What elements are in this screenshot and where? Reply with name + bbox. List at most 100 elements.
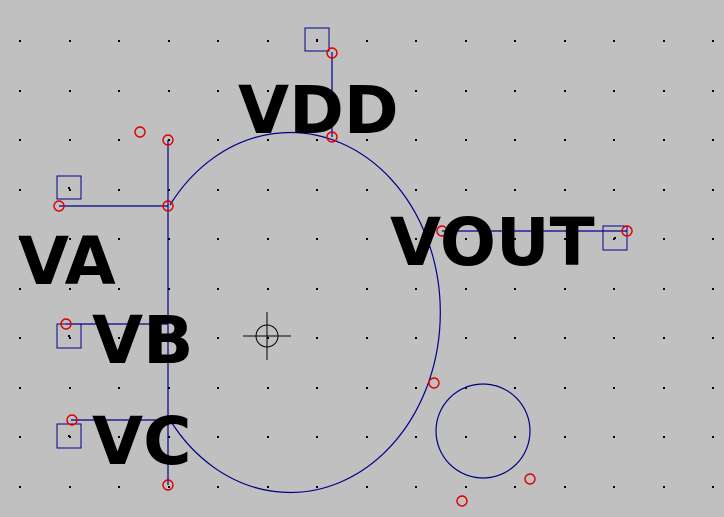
grid-dot [514,90,516,92]
grid-dot [316,337,318,339]
vout-port-box[interactable] [602,225,628,251]
grid-dot [663,288,665,290]
origin-crosshair-icon [243,312,291,360]
unconnected-pin-marker[interactable] [134,126,146,138]
grid-dot [69,238,71,240]
grid-dot [564,288,566,290]
vdd-pin-marker[interactable] [326,47,338,59]
vb-label: VB [92,302,193,379]
grid-dot [564,436,566,438]
grid-dot [168,40,170,42]
grid-dot [613,288,615,290]
grid-dot [465,238,467,240]
grid-dot [168,189,170,191]
grid-dot [19,90,21,92]
grid-dot [366,139,368,141]
grid-dot [712,189,714,191]
grid-dot [712,387,714,389]
grid-dot [316,288,318,290]
bubble-pin-marker-b[interactable] [524,473,536,485]
vout-gate-pin-marker[interactable] [436,225,448,237]
grid-dot [69,139,71,141]
pin-markers[interactable] [53,47,633,507]
grid-dot [712,288,714,290]
vb-port-box[interactable] [56,323,82,349]
grid-dot [19,139,21,141]
grid-dot [514,189,516,191]
grid-dot [118,139,120,141]
grid-dot [465,486,467,488]
grid-dot [514,288,516,290]
bus-bottom-pin-marker[interactable] [162,479,174,491]
grid-dot [613,387,615,389]
grid-dot [366,189,368,191]
grid-dot [712,337,714,339]
grid-dot [19,40,21,42]
vout-pin-marker[interactable] [621,225,633,237]
grid-dot [663,486,665,488]
grid-dot [69,337,71,339]
vc-pin-marker[interactable] [66,414,78,426]
grid-dot [267,139,269,141]
grid-dot [514,486,516,488]
va-port-box[interactable] [56,175,82,200]
va-pin-marker[interactable] [53,200,65,212]
port-boxes[interactable] [56,27,628,449]
grid-dot [465,337,467,339]
bubble-pin-marker-a[interactable] [428,377,440,389]
wires [59,52,627,485]
grid-dot [316,139,318,141]
grid-dot [465,139,467,141]
grid-dot [217,139,219,141]
va-gate-pin-marker[interactable] [162,200,174,212]
grid-dot [118,337,120,339]
grid-dot [663,436,665,438]
grid-dot [514,139,516,141]
grid-dot [118,387,120,389]
grid-dot [465,40,467,42]
grid-dot [217,288,219,290]
grid-dot [69,387,71,389]
port-box-centers [68,39,616,437]
grid-dot [267,288,269,290]
grid-dot [613,40,615,42]
grid-dot [217,486,219,488]
grid-dot [415,189,417,191]
grid-dot [168,436,170,438]
grid-dot [168,139,170,141]
vdd-gate-pin-marker[interactable] [326,131,338,143]
grid-dot [415,387,417,389]
grid-dot [415,139,417,141]
bubble-pin-marker-c[interactable] [456,495,468,507]
grid-dot [613,486,615,488]
grid-dot [316,387,318,389]
grid-dot [712,436,714,438]
grid-dot [663,40,665,42]
grid-dot [168,387,170,389]
grid-dot [663,90,665,92]
vb-pin-marker[interactable] [60,318,72,330]
grid-dot [415,337,417,339]
grid-dot [168,288,170,290]
grid-dot [564,189,566,191]
grid-dot [217,90,219,92]
grid-dot [217,40,219,42]
gate-body[interactable] [169,131,531,494]
grid-dot [118,436,120,438]
grid-dot [118,288,120,290]
grid-dot [712,486,714,488]
grid-dot [19,238,21,240]
vdd-port-box[interactable] [304,27,330,52]
grid-dot [465,436,467,438]
grid-dot [415,40,417,42]
grid-dot [69,40,71,42]
vdd-label: VDD [238,72,399,149]
grid-dot [168,238,170,240]
grid-dot [415,436,417,438]
grid-dot [663,189,665,191]
grid-dot [217,337,219,339]
grid-dot [19,288,21,290]
grid-dot [69,486,71,488]
bus-top-pin-marker[interactable] [162,134,174,146]
